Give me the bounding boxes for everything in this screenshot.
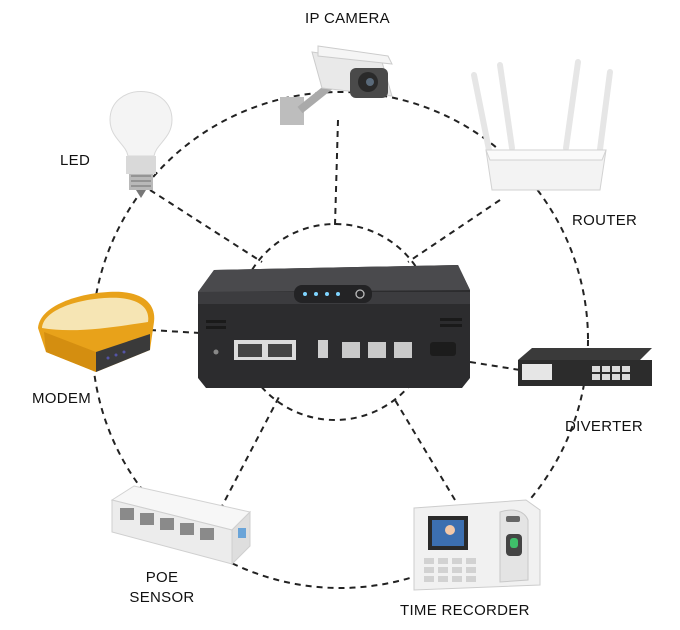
- link-led: [149, 189, 263, 263]
- label-modem: MODEM: [32, 390, 91, 407]
- status-leds: [303, 292, 340, 296]
- label-diverter: DIVERTER: [565, 418, 643, 435]
- usb-port: [318, 340, 328, 358]
- label-poe: POE: [145, 569, 179, 586]
- status-panel: [294, 285, 372, 303]
- router-icon: [471, 59, 613, 191]
- link-router: [407, 199, 501, 263]
- label-poe-sensor: POE SENSOR: [117, 568, 207, 608]
- label-time-recorder: TIME RECORDER: [400, 602, 530, 619]
- time-recorder-icon: [413, 499, 541, 591]
- link-camera: [334, 119, 339, 226]
- led-bulb-icon: [109, 91, 173, 198]
- diverter-icon: [518, 348, 652, 386]
- power-button-icon: [355, 289, 365, 299]
- ethernet-ports: [234, 340, 296, 360]
- label-led: LED: [60, 152, 91, 169]
- poe-sensor-icon: [110, 485, 251, 566]
- modem-icon: [38, 291, 155, 372]
- link-time-recorder: [394, 399, 456, 501]
- rj11-ports: [342, 342, 412, 358]
- label-sensor: SENSOR: [129, 589, 195, 606]
- label-router: ROUTER: [572, 212, 638, 229]
- label-ip-camera: IP CAMERA: [305, 10, 390, 27]
- dc-input: [430, 342, 456, 356]
- hub-device: [198, 265, 470, 388]
- vent-grille: [206, 318, 462, 329]
- outer-ring: [91, 91, 589, 589]
- power-jack: [213, 349, 219, 355]
- link-modem: [149, 329, 201, 334]
- link-poe: [219, 394, 281, 511]
- link-diverter: [469, 361, 521, 371]
- ip-camera-icon: [280, 45, 393, 125]
